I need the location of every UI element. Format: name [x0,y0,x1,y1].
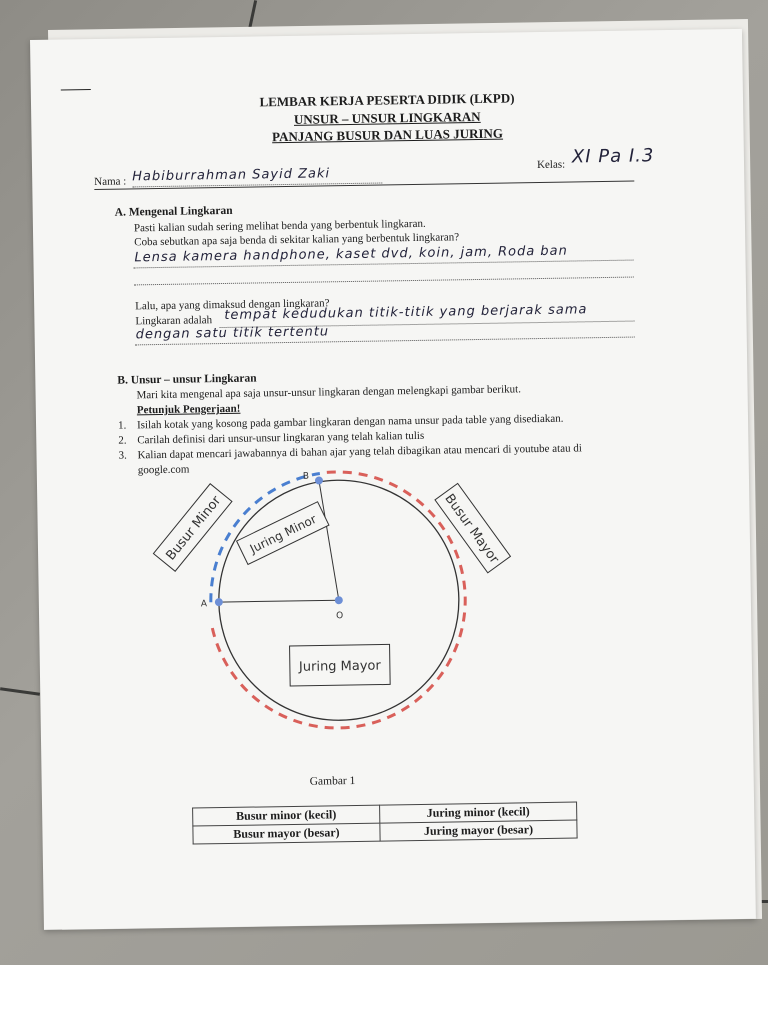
table-cell: Juring mayor (besar) [379,820,578,842]
table-cell: Busur mayor (besar) [192,823,381,845]
step-text-1: Isilah kotak yang kosong pada gambar lin… [136,412,564,432]
kelas-value: XI Pa I.3 [571,145,655,168]
section-b-intro: Mari kita mengenal apa saja unsur-unsur … [136,383,522,402]
point-b-label: B [303,472,309,482]
kelas-label: Kelas: [536,158,566,172]
answer-line [133,276,634,286]
juring-minor-box: Juring Minor [235,501,330,566]
minor-arc [209,472,321,603]
circle-diagram: A B O Busur Minor Busur Mayor Juring Min… [152,470,512,730]
section-b-heading: B. Unsur – unsur Lingkaran [117,372,257,387]
point-b [314,476,323,485]
radius-oa [218,599,339,603]
tile-joint [0,687,41,696]
point-a-label: A [201,599,208,609]
step-text-2: Carilah definisi dari unsur-unsur lingka… [137,429,425,447]
nama-value: Habiburrahman Sayid Zaki [132,166,331,185]
point-a [214,598,223,607]
busur-mayor-box: Busur Mayor [434,482,512,574]
step-number-3: 3. [118,449,127,462]
corner-mark [60,89,91,91]
juring-mayor-box: Juring Mayor [289,643,391,687]
figure-caption: Gambar 1 [309,774,356,788]
juring-mayor-label: Juring Mayor [298,659,382,675]
major-arc [209,470,467,730]
busur-minor-box: Busur Minor [152,483,233,572]
answer-2b: dengan satu titik tertentu [135,324,330,343]
point-o-label: O [336,611,343,621]
radius-ob [318,480,340,601]
point-o [334,596,343,605]
worksheet-page: LEMBAR KERJA PESERTA DIDIK (LKPD) UNSUR … [30,28,756,930]
nama-label: Nama : [94,175,127,189]
unsur-table: Busur minor (kecil) Juring minor (kecil)… [192,802,578,845]
section-a-heading: A. Mengenal Lingkaran [114,204,233,219]
step-number-1: 1. [117,419,127,432]
petunjuk-heading: Petunjuk Pengerjaan! [136,402,241,417]
step-number-2: 2. [118,434,127,447]
